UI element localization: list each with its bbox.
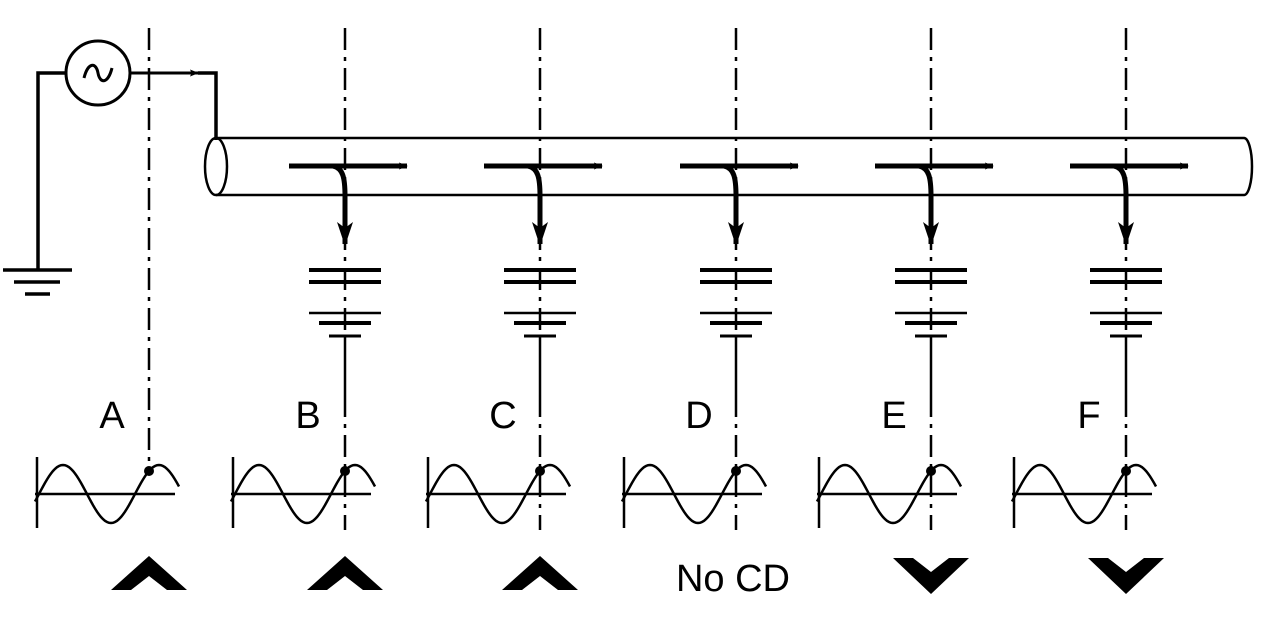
source-feed-wire	[198, 71, 218, 140]
label-d: D	[685, 395, 712, 437]
waveform	[1010, 463, 1158, 525]
leak-arrow-head	[337, 222, 353, 246]
leak-arrow-head	[728, 222, 744, 246]
leak-arrow-head	[923, 222, 939, 246]
down-arrow-icon	[893, 558, 969, 594]
label-a: A	[99, 395, 125, 437]
section-c: C	[424, 28, 603, 590]
ground-icon	[3, 268, 72, 296]
leak-current-line	[332, 163, 348, 244]
leak-arrow-head	[532, 222, 548, 246]
section-a: A	[33, 28, 187, 590]
leak-current-line	[918, 163, 934, 244]
up-arrow-icon	[307, 556, 383, 590]
leak-current-line	[1113, 163, 1129, 244]
sine-icon	[82, 63, 114, 83]
waveform	[815, 463, 963, 525]
leak-current-line	[723, 163, 739, 244]
section-b: B	[229, 28, 408, 590]
leak-arrow-head	[1118, 222, 1134, 246]
source-ground-wire	[36, 71, 66, 270]
up-arrow-icon	[502, 556, 578, 590]
waveform	[620, 463, 768, 525]
label-b: B	[295, 395, 320, 437]
section-f: F	[1010, 28, 1189, 594]
phase-dot	[535, 466, 545, 476]
label-c: C	[489, 395, 516, 437]
section-e: E	[815, 28, 994, 594]
up-arrow-icon	[111, 556, 187, 590]
ac-source	[64, 39, 132, 107]
waveform	[424, 463, 572, 525]
phase-dot	[340, 466, 350, 476]
label-no-cd: No CD	[676, 558, 790, 600]
down-arrow-icon	[1088, 558, 1164, 594]
phase-dot	[926, 466, 936, 476]
section-d: D	[620, 28, 799, 530]
phase-dot	[144, 466, 154, 476]
label-e: E	[881, 395, 906, 437]
pipe	[203, 136, 1254, 197]
waveform	[33, 463, 181, 525]
phase-dot	[731, 466, 741, 476]
phase-dot	[1121, 466, 1131, 476]
label-f: F	[1077, 395, 1100, 437]
leak-current-line	[527, 163, 543, 244]
waveform	[229, 463, 377, 525]
